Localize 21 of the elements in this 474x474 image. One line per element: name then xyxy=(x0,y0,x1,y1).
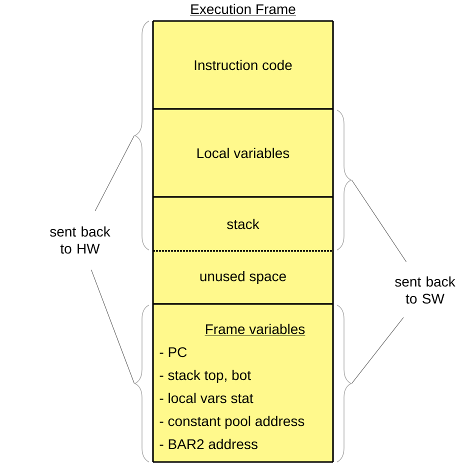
leader-line xyxy=(351,180,407,262)
note-text: sent back to SW xyxy=(395,276,456,304)
brace xyxy=(134,304,150,462)
list-item: - stack top, bot xyxy=(160,370,251,383)
memory-region: Instruction code xyxy=(152,20,334,110)
heading: Frame variables xyxy=(204,324,306,336)
brace xyxy=(134,20,150,250)
memory-region: stack xyxy=(152,196,334,252)
brace xyxy=(336,304,352,462)
leader-line xyxy=(94,135,135,212)
list-item: - local vars stat xyxy=(160,392,254,404)
memory-region: Local variables xyxy=(152,108,334,198)
title: Execution Frame xyxy=(190,4,296,16)
leader-line xyxy=(90,270,135,384)
brace xyxy=(336,110,352,250)
list-item: - constant pool address xyxy=(160,416,304,429)
list-item: - BAR2 address xyxy=(160,438,258,450)
memory-region: unused space xyxy=(152,250,334,305)
note-text: sent back to HW xyxy=(50,226,110,254)
list-item: - PC xyxy=(160,347,187,358)
leader-line xyxy=(351,317,404,384)
